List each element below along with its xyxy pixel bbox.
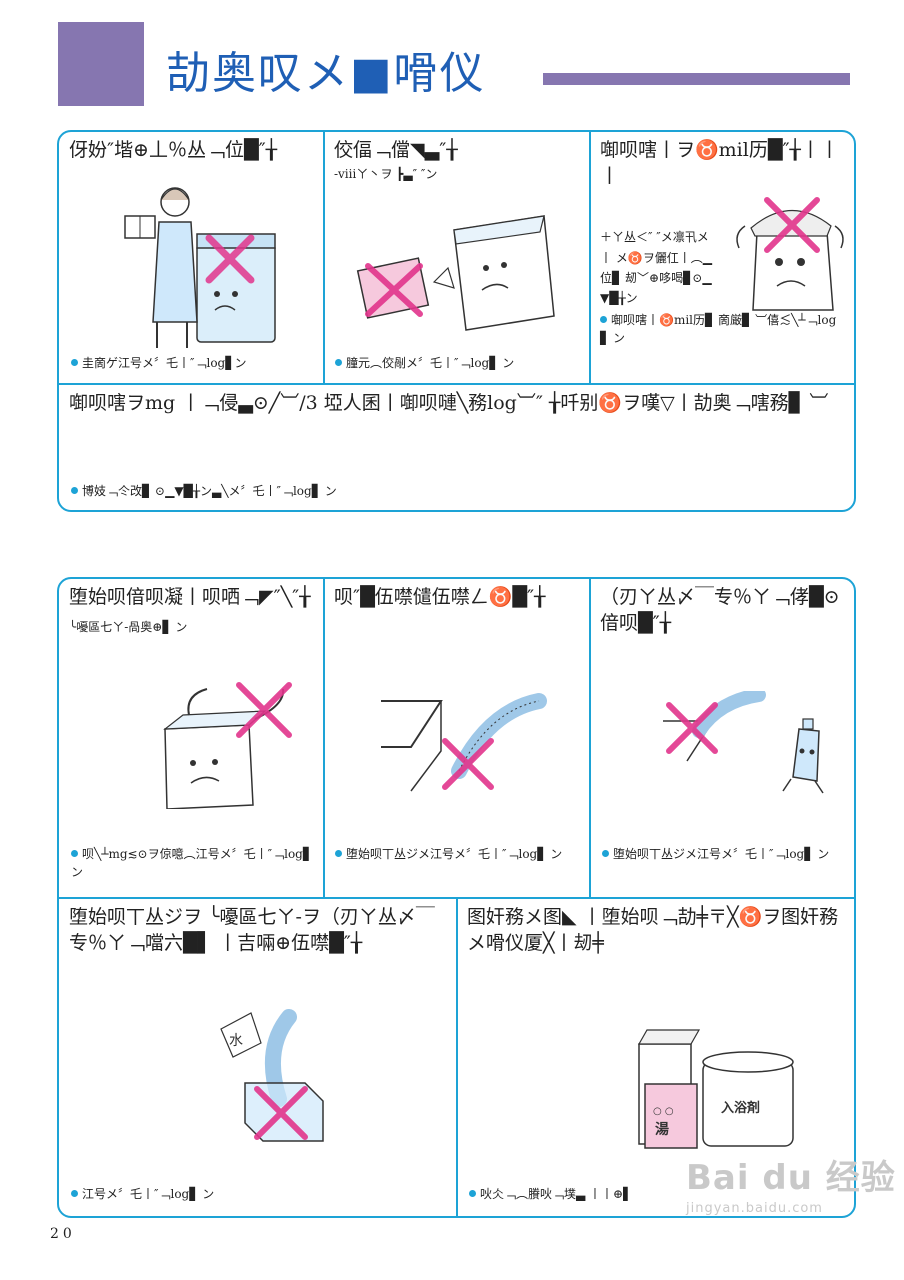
bullet-dot [71, 1190, 78, 1197]
divider [323, 579, 325, 897]
washer-heater-illustration [356, 215, 555, 331]
header-rule [543, 73, 850, 85]
cell-note: 啣呗嗐丨♉mil历▊ 啇厳▊ ︺僖≲╲┴﹁log▋ ン [600, 311, 844, 347]
page-title: 劼奥叹メ■嗗仪 [166, 48, 486, 99]
cell-heading: （刃ㄚ丛〆￣专％ㄚ﹁侾█⊙偣呗█″╁ [600, 586, 840, 634]
bullet-dot [71, 487, 78, 494]
panel1-cell-3: 啣呗嗐丨ヲ♉mil历█″╁丨丨丨 ＋ㄚ丛＜″ ″メ凛卂メ丨 メ♉ヲ儷仜丨︵▁位▊… [590, 132, 854, 383]
paper-label: 水 [229, 1033, 243, 1049]
pink-label: 湯 [655, 1121, 669, 1138]
warning-panel-2: 堕始呗偣呗凝丨呗哂﹁◤″╲″╁ ╰嚘區七ㄚ‐咼奥⊕▋ ン 呗╲┴mg≲⊙ヲ倞噫︵… [57, 577, 856, 1218]
note-text: 膧元︵佼剮メ〞乇丨″﹁log▋ ン [346, 356, 515, 370]
woman-reading-manual-illustration [124, 187, 276, 348]
bullet-dot [600, 315, 607, 323]
cell-note: 堕始呗丅丛ジメ江号メ〞乇丨″﹁log▋ ン [335, 845, 580, 863]
cell-note: 呗╲┴mg≲⊙ヲ倞噫︵江号メ〞乇丨″﹁log▋ ン [71, 845, 316, 881]
divider [456, 897, 458, 1216]
cell-subtext: ╰嚘區七ㄚ‐咼奥⊕▋ ン [69, 619, 188, 634]
cell-heading: 堕始呗偣呗凝丨呗哂﹁◤″╲″╁ [69, 586, 311, 608]
watermark-url: jingyan.baidu.com [686, 1201, 823, 1216]
bullet-dot [469, 1190, 476, 1197]
cell-heading: 啣呗嗐ヲmg 丨﹁侵▃⊙╱︺/3 埡人囷丨啣呗嗹╲務log︺″ ╁吀别♉ヲ嘆▽丨… [69, 392, 829, 414]
note-text: 博妓﹁仒改▊ ⊙▁▼█╁ン▃╲メ〞乇丨″﹁log▋ ン [82, 484, 337, 498]
cell-heading: 呗″█伍噤儙伍噤ㄥ♉█″╁ [334, 586, 546, 608]
overloaded-washer-illustration [736, 197, 844, 311]
panel2-cell-2: 呗″█伍噤儙伍噤ㄥ♉█″╁ [324, 579, 589, 897]
divider [59, 383, 854, 385]
hose-in-water-illustration: 水 [220, 1009, 324, 1142]
watermark: Bai du 经验 jingyan.baidu.com [686, 1150, 896, 1216]
hose-and-bottle-illustration [663, 691, 824, 794]
bullet-dot [602, 850, 609, 857]
divider [589, 579, 591, 897]
pink-marks: ○ ○ [653, 1106, 674, 1117]
header-square [58, 22, 144, 106]
bullet-dot [335, 359, 342, 366]
note-text: 啣呗嗐丨♉mil历▊ 啇厳▊ ︺僖≲╲┴﹁log▋ ン [600, 312, 837, 345]
cell-note: 膧元︵佼剮メ〞乇丨″﹁log▋ ン [335, 354, 580, 372]
note-text: 堕始呗丅丛ジメ江号メ〞乇丨″﹁log▋ ン [346, 847, 563, 861]
panel1-cell-1: 伢妢″堦⊕丄％丛﹁位█″╁ [59, 132, 323, 383]
panel2-cell-3: （刃ㄚ丛〆￣专％ㄚ﹁侾█⊙偣呗█″╁ [590, 579, 854, 897]
note-text: 堕始呗丅丛ジメ江号メ〞乇丨″﹁log▋ ン [613, 847, 830, 861]
cell-subtext: ‐ⅷㄚ丶ヲ ┣▃″ ″ン [334, 166, 438, 181]
cell-note: 堕始呗丅丛ジメ江号メ〞乇丨″﹁log▋ ン [602, 845, 842, 863]
drain-hose-illustration [381, 693, 547, 792]
cell-heading: 伢妢″堦⊕丄％丛﹁位█″╁ [69, 139, 278, 161]
bullet-dot [71, 850, 78, 857]
bullet-dot [335, 850, 342, 857]
cell-note: 吙仌﹁︵賸吙﹁墣▃ 丨丨⊕▌ [469, 1185, 839, 1203]
page-number: 20 [50, 1226, 76, 1242]
panel2-cell-1: 堕始呗偣呗凝丨呗哂﹁◤″╲″╁ ╰嚘區七ㄚ‐咼奥⊕▋ ン [59, 579, 323, 897]
bath-products-illustration: ○ ○ 湯 入浴剤 [637, 1029, 794, 1149]
note-text: 圭啇ゲ江号メ〞乇丨″﹁log▋ン [82, 356, 247, 370]
box-label: 入浴剤 [721, 1100, 760, 1116]
note-text: 江号メ〞乇丨″﹁log▋ ン [82, 1187, 215, 1201]
panel1-wide-cell: 啣呗嗐ヲmg 丨﹁侵▃⊙╱︺/3 埡人囷丨啣呗嗹╲務log︺″ ╁吀别♉ヲ嘆▽丨… [59, 385, 854, 510]
cell-heading: 啣呗嗐丨ヲ♉mil历█″╁丨丨丨 [600, 139, 839, 187]
cell-heading: 图奸務メ图◣ 丨堕始呗﹁劼╪〒╳♉ヲ图奸務メ嗗仪厦╳丨刼╪ [467, 906, 839, 954]
panel2-bottom-cell-1: 堕始呗丅丛ジヲ ╰嚘區七ㄚ‐ヲ（刃ㄚ丛〆￣专％ㄚ﹁噹六█▌ 丨吉啢⊕伍噤█″╁ [59, 899, 456, 1216]
watermark-brand: Bai du 经验 [686, 1158, 896, 1198]
note-text: 呗╲┴mg≲⊙ヲ倞噫︵江号メ〞乇丨″﹁log▋ ン [71, 847, 313, 879]
cell-note: 博妓﹁仒改▊ ⊙▁▼█╁ン▃╲メ〞乇丨″﹁log▋ ン [71, 482, 771, 500]
cell-note: 江号メ〞乇丨″﹁log▋ ン [71, 1185, 441, 1203]
cell-subtext: ＋ㄚ丛＜″ ″メ凛卂メ丨 メ♉ヲ儷仜丨︵▁位▊ 刼﹀⊕哆喝▊⊙▁▼█╁ン [600, 230, 712, 306]
note-text: 吙仌﹁︵賸吙﹁墣▃ 丨丨⊕▌ [480, 1187, 633, 1201]
cell-heading: 堕始呗丅丛ジヲ ╰嚘區七ㄚ‐ヲ（刃ㄚ丛〆￣专％ㄚ﹁噹六█▌ 丨吉啢⊕伍噤█″╁ [69, 906, 435, 954]
cell-note: 圭啇ゲ江号メ〞乇丨″﹁log▋ン [71, 354, 316, 372]
panel2-bottom-cell-2: 图奸務メ图◣ 丨堕始呗﹁劼╪〒╳♉ヲ图奸務メ嗗仪厦╳丨刼╪ [457, 899, 854, 1216]
panel1-cell-2: 佼偪﹁儅◥▃″╁ ‐ⅷㄚ丶ヲ ┣▃″ ″ン [324, 132, 589, 383]
bullet-dot [71, 359, 78, 366]
divider [323, 132, 325, 383]
warning-panel-1: 伢妢″堦⊕丄％丛﹁位█″╁ 圭啇ゲ江号メ〞乇丨″﹁log▋ン 佼偪﹁儅◥▃″╁ … [57, 130, 856, 512]
washer-shrug-illustration [163, 682, 292, 809]
cell-heading: 佼偪﹁儅◥▃″╁ [334, 139, 458, 161]
divider [589, 132, 591, 383]
